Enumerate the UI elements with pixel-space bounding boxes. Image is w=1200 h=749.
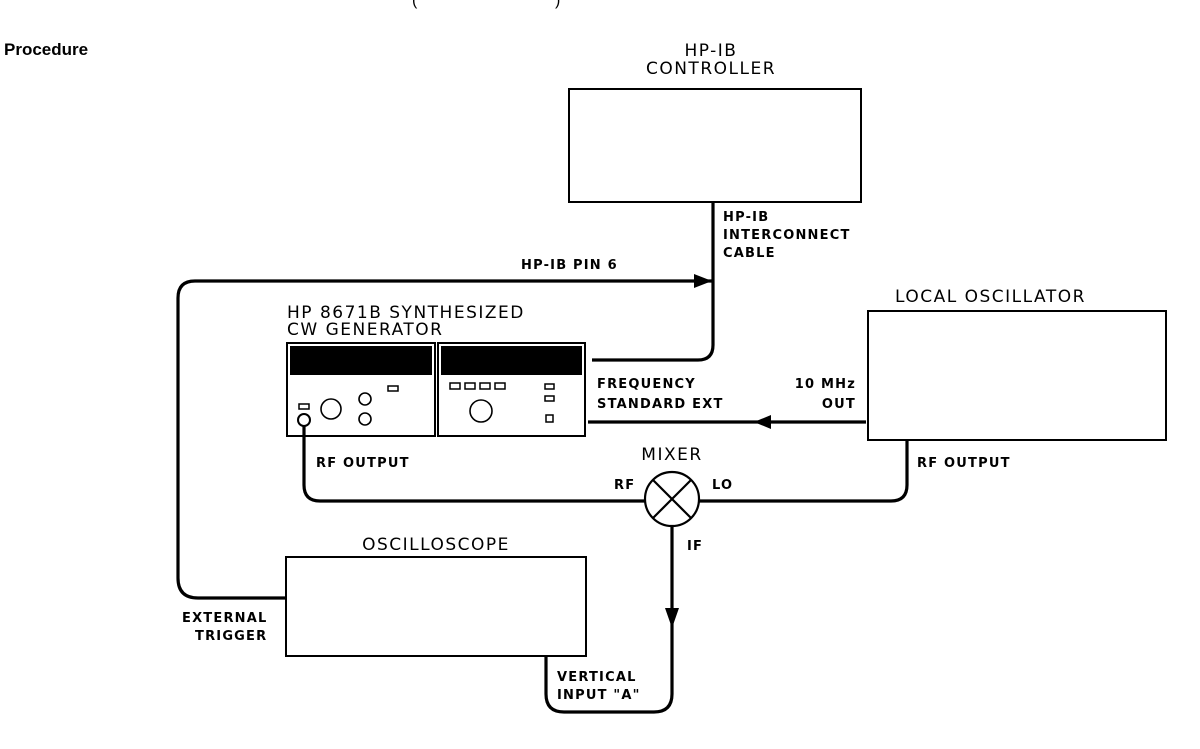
- hpib-pin6-label: HP-IB PIN 6: [521, 258, 618, 273]
- button-icon: [298, 403, 310, 410]
- controller-title-2: CONTROLLER: [646, 59, 776, 79]
- hpib-pin6-wire: [176, 279, 713, 600]
- ext-trigger-label-1: EXTERNAL: [182, 611, 268, 626]
- freq-std-label-1: FREQUENCY: [597, 377, 696, 392]
- button-icon: [494, 382, 506, 390]
- lo-box: [867, 310, 1167, 441]
- section-heading: Procedure: [4, 40, 89, 59]
- lo-rf-output-label: RF OUTPUT: [917, 456, 1011, 471]
- controller-box: [568, 88, 862, 203]
- button-icon: [449, 382, 461, 390]
- display-right: [441, 346, 582, 375]
- button-icon: [544, 383, 555, 390]
- vertical-input-label-1: VERTICAL: [557, 670, 637, 685]
- arrow-left-icon: [754, 415, 771, 429]
- header-fragment-left: (: [412, 0, 418, 9]
- knob-icon: [358, 392, 372, 406]
- hpib-interconnect-cable: [592, 202, 715, 362]
- hpib-cable-label-2: INTERCONNECT: [723, 228, 851, 243]
- arrow-down-icon: [665, 608, 679, 628]
- hpib-cable-label-1: HP-IB: [723, 210, 769, 225]
- button-icon: [545, 414, 554, 423]
- knob-icon: [469, 399, 493, 423]
- ext-trigger-label-2: TRIGGER: [195, 629, 267, 644]
- display-left: [290, 346, 432, 375]
- mixer-title: MIXER: [641, 445, 702, 465]
- vertical-input-label-2: INPUT "A": [557, 688, 641, 703]
- button-icon: [479, 382, 491, 390]
- local-oscillator: LOCAL OSCILLATOR: [867, 287, 1167, 441]
- 10mhz-label-1: 10 MHz: [795, 377, 856, 392]
- lo-title: LOCAL OSCILLATOR: [895, 287, 1086, 307]
- button-icon: [464, 382, 476, 390]
- if-wire: [544, 526, 674, 714]
- button-icon: [544, 395, 555, 402]
- header-fragment-right: ): [555, 0, 561, 9]
- oscilloscope: OSCILLOSCOPE: [285, 535, 587, 657]
- 10mhz-label-2: OUT: [822, 397, 856, 412]
- signal-generator: HP 8671B SYNTHESIZED CW GENERATOR: [286, 303, 586, 437]
- generator-rf-wire: [302, 426, 645, 503]
- mixer-rf-port-label: RF: [614, 478, 635, 493]
- controller-title-1: HP-IB: [685, 41, 738, 61]
- button-icon: [387, 385, 399, 392]
- freq-std-label-2: STANDARD EXT: [597, 397, 724, 412]
- oscilloscope-title: OSCILLOSCOPE: [362, 535, 510, 555]
- lo-rf-wire: [699, 440, 909, 503]
- knob-icon: [358, 412, 372, 426]
- mixer-lo-port-label: LO: [712, 478, 733, 493]
- generator-title-1: HP 8671B SYNTHESIZED: [287, 303, 525, 323]
- generator-title-2: CW GENERATOR: [287, 320, 443, 340]
- hpib-controller: HP-IB CONTROLLER: [568, 41, 862, 203]
- mixer-if-port-label: IF: [687, 539, 703, 554]
- arrow-right-icon: [694, 274, 712, 288]
- gen-rf-output-label: RF OUTPUT: [316, 456, 410, 471]
- oscilloscope-box: [285, 556, 587, 657]
- knob-icon: [320, 398, 342, 420]
- hpib-cable-label-3: CABLE: [723, 246, 776, 261]
